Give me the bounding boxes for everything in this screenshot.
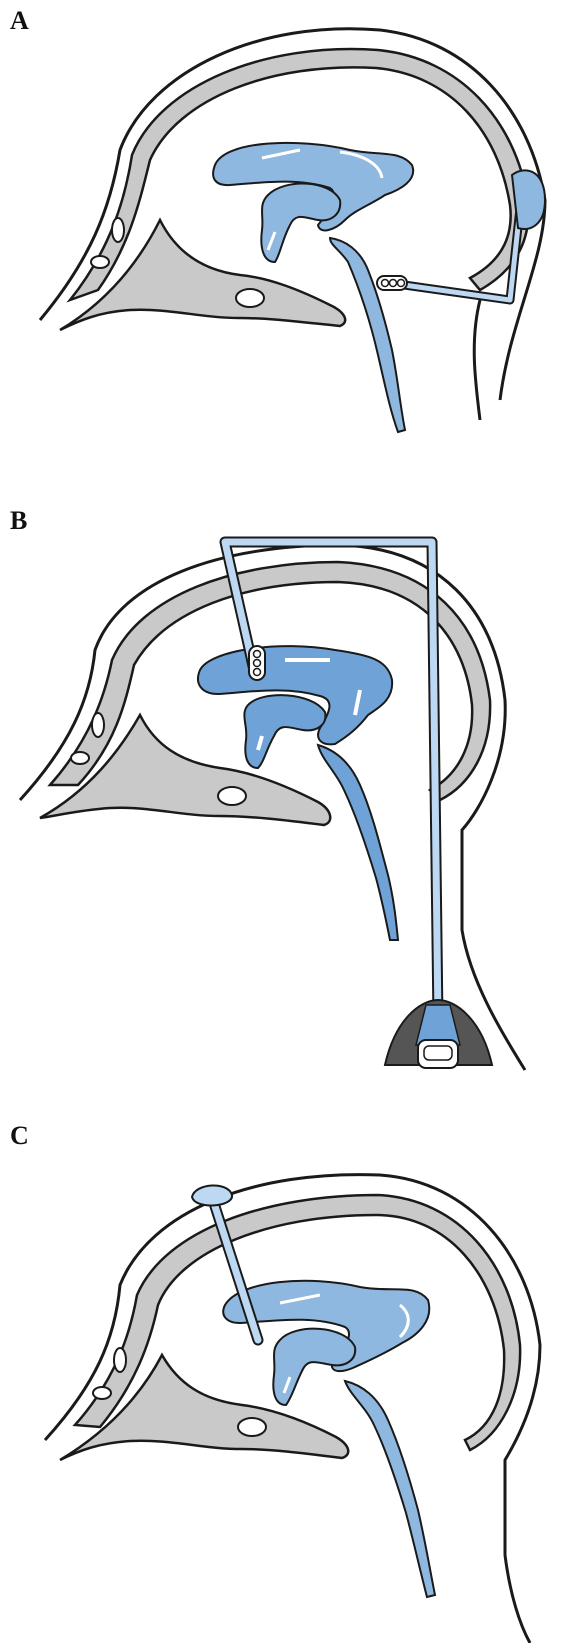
diagram-b-ventriculo-peritoneal-shunt — [0, 500, 574, 1090]
sinus-opening — [92, 713, 104, 737]
shunt-catheter-lumen — [390, 190, 522, 300]
neck-outline — [474, 300, 480, 420]
panel-b: B — [0, 500, 574, 1090]
subcutaneous-reservoir — [192, 1185, 232, 1205]
shunt-valve — [249, 646, 265, 680]
shunt-valve — [377, 276, 407, 290]
skull-foramen — [236, 289, 264, 307]
panel-c: C — [0, 1115, 574, 1643]
aqueduct-spinal-canal — [345, 1381, 435, 1597]
third-ventricle — [244, 695, 325, 768]
sinus-opening — [114, 1348, 126, 1372]
panel-a: A — [0, 0, 574, 470]
diagram-c-reservoir-catheter — [0, 1115, 574, 1643]
skull-foramen — [238, 1418, 266, 1436]
sinus-opening — [112, 218, 124, 242]
venous-reservoir — [512, 170, 545, 229]
diagram-a-ventriculo-atrial-shunt — [0, 0, 574, 470]
sinus-opening — [71, 752, 89, 764]
shunt-pump-device — [385, 1000, 492, 1068]
aqueduct-spinal-canal — [318, 745, 398, 940]
skull-foramen — [218, 787, 246, 805]
sinus-opening — [93, 1387, 111, 1399]
sinus-opening — [91, 256, 109, 268]
aqueduct-spinal-canal — [330, 238, 405, 432]
